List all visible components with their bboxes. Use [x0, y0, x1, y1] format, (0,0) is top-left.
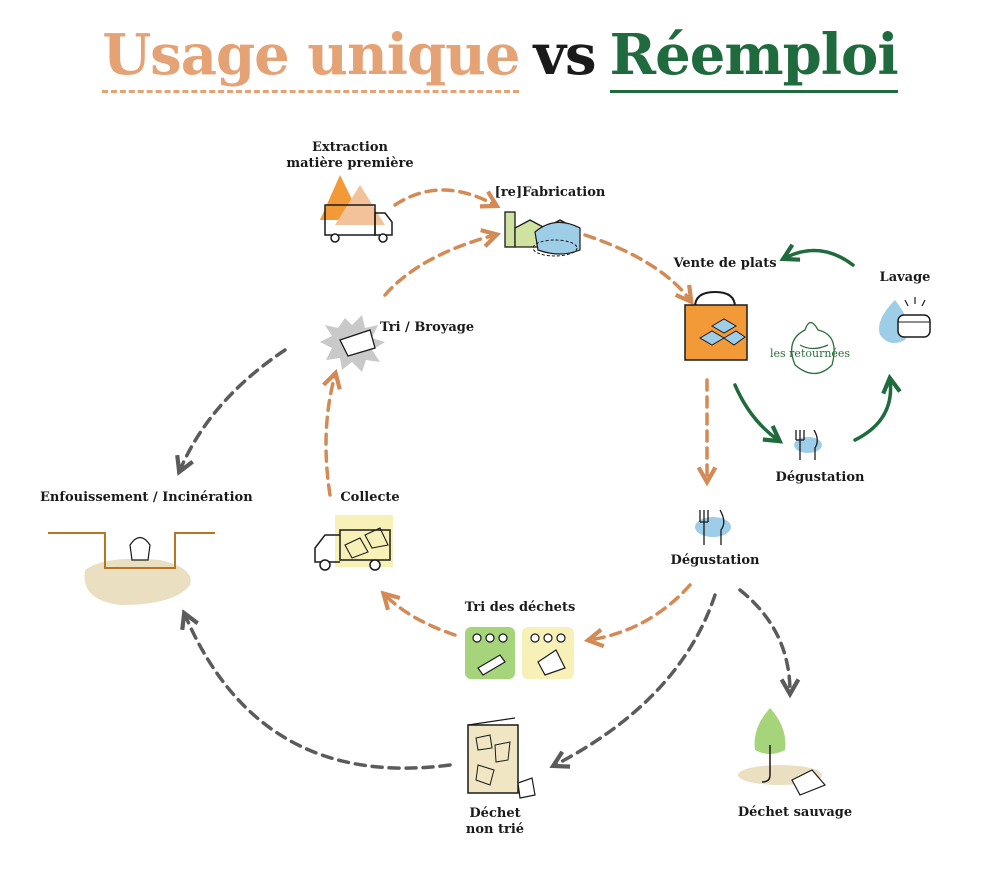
collection-truck-icon [314, 515, 393, 571]
title-reuse: Réemploi [609, 22, 899, 93]
truck-icon [320, 175, 393, 243]
arrow-degustation-sauvage [738, 588, 801, 699]
arrow-degustation-tri [583, 583, 692, 649]
label-tri-broyage: Tri / Broyage [380, 320, 475, 335]
logo-icon [791, 321, 835, 375]
shredder-icon [320, 315, 385, 372]
label-vente: Vente de plats [673, 256, 777, 271]
landfill-icon [48, 532, 215, 605]
label-dechet-sauvage: Déchet sauvage [737, 805, 853, 820]
cutlery-icon-reuse [794, 429, 822, 460]
label-degustation-reuse: Dégustation [775, 470, 865, 485]
arrow-extraction-fabrication [393, 188, 501, 209]
title-vs: vs [533, 22, 596, 88]
tree-icon [738, 708, 827, 796]
arrow-tri-collecte [380, 590, 457, 637]
logo-text: les retournées [770, 347, 851, 360]
label-dechet-non-trie: Déchet non trié [465, 806, 525, 837]
arrow-broyage-enfouissement [175, 348, 287, 476]
arrow-lavage-vente [779, 243, 855, 267]
arrow-vente-degustation-reuse [733, 383, 784, 444]
label-lavage: Lavage [879, 270, 931, 285]
arrow-broyage-fabrication [383, 228, 502, 297]
recycling-bin-icon [465, 627, 574, 679]
cutlery-icon [695, 509, 731, 545]
arrow-fabrication-vente [583, 233, 694, 306]
label-tri-dechets: Tri des déchets [464, 600, 576, 615]
arrow-degustation-nontrie [549, 593, 717, 769]
label-enfouissement: Enfouissement / Incinération [40, 490, 253, 505]
title-single-use: Usage unique [102, 22, 520, 93]
arrow-collecte-broyage [322, 368, 342, 497]
label-degustation: Dégustation [670, 553, 760, 568]
bag-icon [684, 290, 748, 361]
arrow-degustation-lavage [853, 373, 902, 442]
label-fabrication: [re]Fabrication [494, 185, 606, 200]
factory-icon [504, 211, 581, 257]
label-collecte: Collecte [340, 490, 400, 505]
label-extraction-full: Extraction matière première [286, 140, 414, 171]
washing-icon [879, 297, 931, 344]
arrow-nontrie-enfouissement [180, 609, 452, 770]
trash-bag-icon [467, 717, 536, 799]
